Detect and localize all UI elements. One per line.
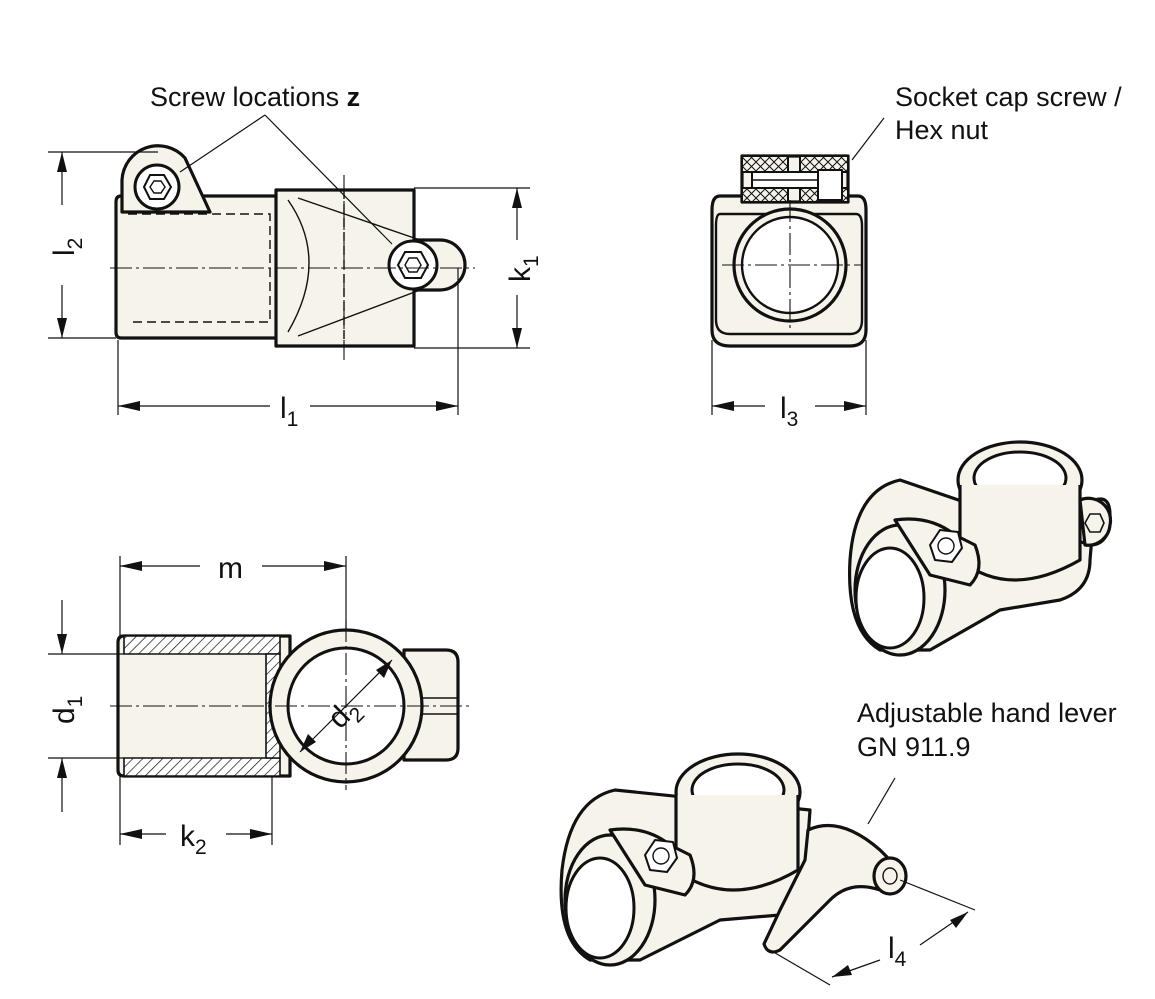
hand-lever-icon (762, 823, 908, 954)
svg-text:d1: d1 (48, 696, 87, 724)
dim-label-l4: l4 (888, 932, 907, 971)
dim-label-l1: l1 (280, 392, 298, 431)
hex-nut-icon (133, 163, 181, 211)
hand-lever-label: Adjustable hand lever (857, 698, 1117, 728)
svg-text:l4: l4 (888, 932, 907, 971)
svg-text:l2: l2 (48, 238, 87, 256)
hex-socket-icon (387, 239, 439, 291)
screw-locations-label: Screw locations z (150, 82, 360, 112)
side-view (710, 117, 885, 415)
dim-label-m: m (218, 552, 243, 585)
dim-label-k1: k1 (504, 255, 543, 282)
svg-text:l1: l1 (280, 392, 298, 431)
dim-label-d1: d1 (48, 696, 87, 724)
dim-label-l3: l3 (780, 392, 798, 431)
socket-cap-screw-label: Socket cap screw / (895, 82, 1122, 112)
hand-lever-part-number: GN 911.9 (857, 732, 971, 762)
dim-label-k2: k2 (180, 820, 207, 859)
hex-nut-label: Hex nut (895, 115, 989, 145)
isometric-view-screw (847, 440, 1113, 657)
svg-text:l3: l3 (780, 392, 798, 431)
front-view (48, 114, 530, 415)
dim-label-l2: l2 (48, 238, 87, 256)
svg-text:k2: k2 (180, 820, 207, 859)
svg-text:k1: k1 (504, 255, 543, 282)
svg-text:m: m (218, 552, 243, 585)
isometric-view-hand-lever (559, 752, 976, 986)
top-view (48, 556, 470, 845)
